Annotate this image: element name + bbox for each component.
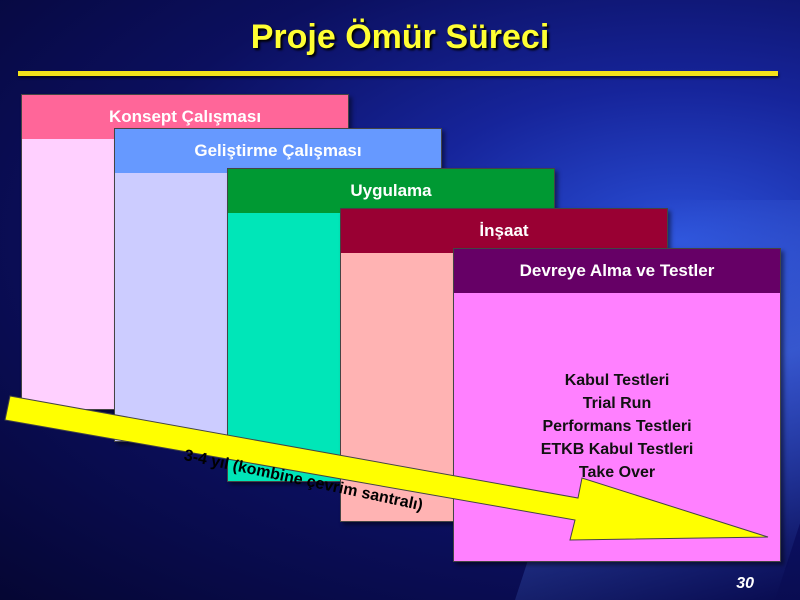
timeline-arrow-shape bbox=[4, 395, 769, 541]
card-line: ETKB Kabul Testleri bbox=[540, 441, 694, 458]
card-header: Devreye Alma ve Testler bbox=[454, 249, 780, 293]
card-line: Kabul Testleri bbox=[564, 372, 670, 389]
page-number: 30 bbox=[736, 575, 754, 592]
card-line: Performans Testleri bbox=[542, 418, 692, 435]
card-line: Trial Run bbox=[582, 395, 652, 412]
card-header: İnşaat bbox=[341, 209, 667, 253]
card-line: Take Over bbox=[578, 464, 656, 481]
card-header: Uygulama bbox=[228, 169, 554, 213]
card-body: Kabul Testleri Trial Run Performans Test… bbox=[454, 293, 780, 484]
card-header: Geliştirme Çalışması bbox=[115, 129, 441, 173]
title-underline bbox=[18, 71, 778, 76]
slide-title: Proje Ömür Süreci bbox=[250, 18, 550, 56]
